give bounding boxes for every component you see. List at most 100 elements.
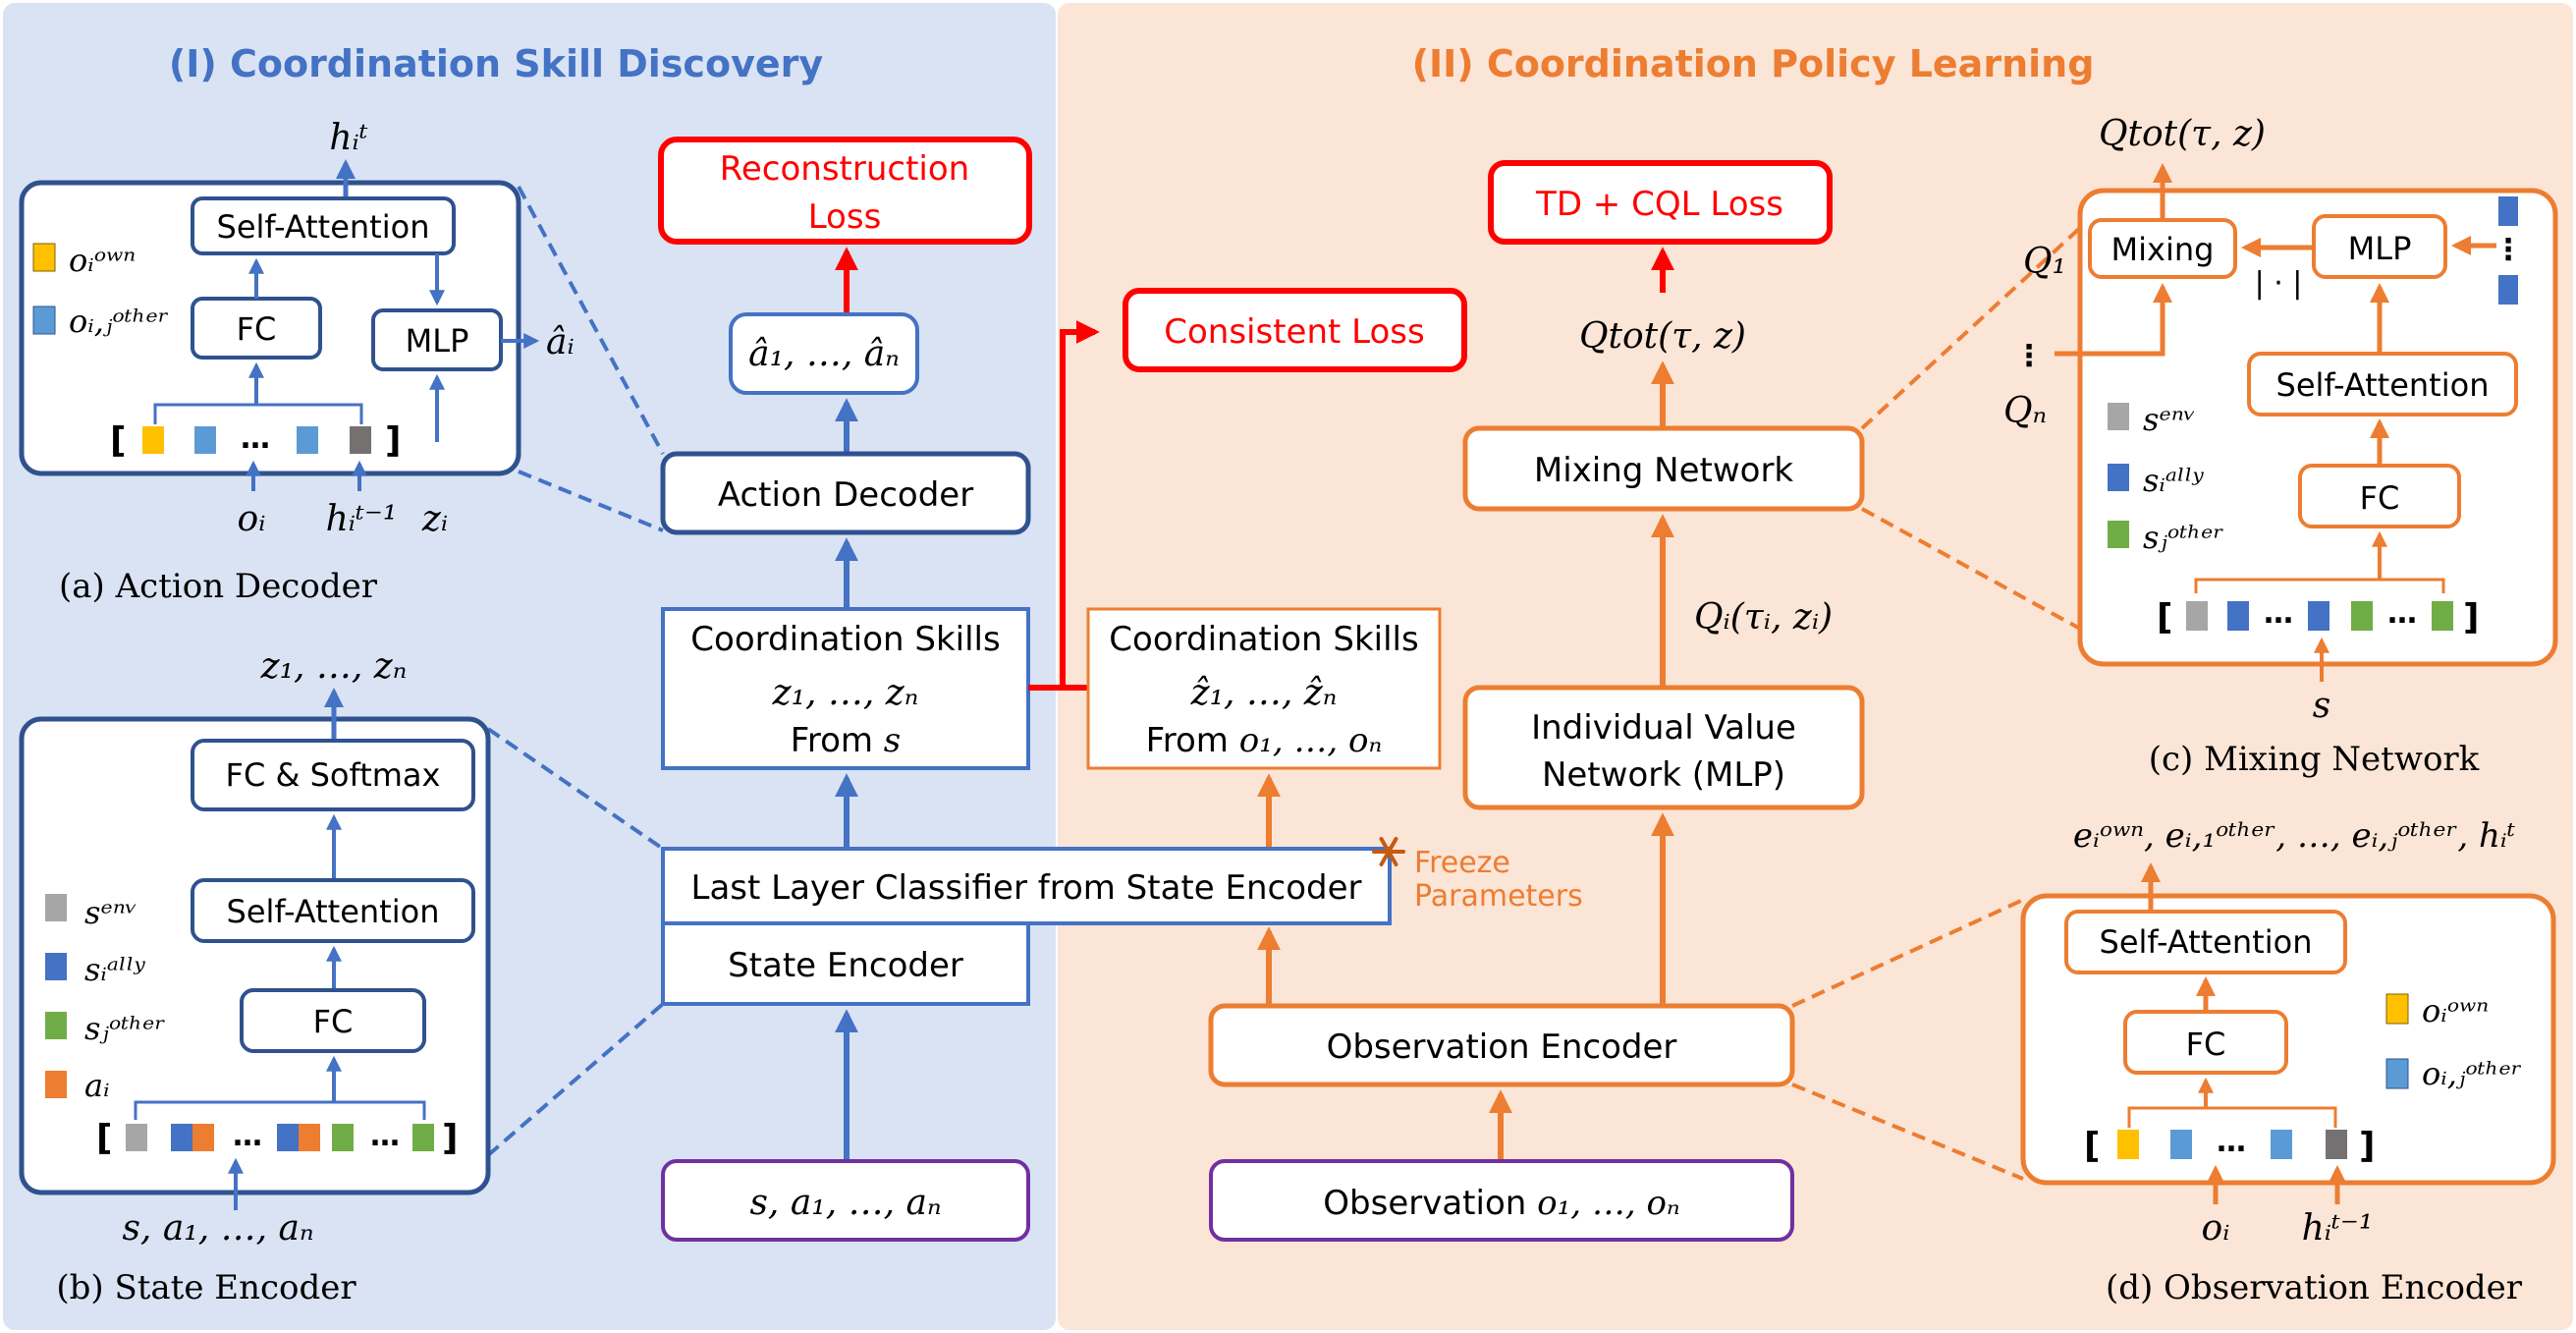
panel-b-token-ellipsis-1: …	[233, 1119, 262, 1153]
panel-b-legend-other-swatch	[45, 1012, 67, 1039]
panel-a-mlp-label: MLP	[406, 322, 469, 360]
panel-c-caption: (c) Mixing Network	[2149, 740, 2480, 779]
panel-c-arrow-q-mixing	[2055, 283, 2172, 357]
panel-c-token-ellipsis-2: …	[2387, 596, 2417, 631]
zoom-line-c-top	[1860, 226, 2082, 430]
panel-a-bracket-close: ]	[385, 420, 401, 461]
panel-a-legend-own: oᵢᵒʷⁿ	[69, 242, 136, 279]
panel-d-token-own	[2117, 1130, 2139, 1159]
panel-a-legend-own-swatch	[32, 243, 56, 272]
panel-c-bracket-close: ]	[2463, 597, 2479, 638]
panel-d-output: eᵢᵒʷⁿ, eᵢ,₁ᵒᵗʰᵉʳ, …, eᵢ,ⱼᵒᵗʰᵉʳ, hᵢᵗ	[2073, 816, 2516, 856]
panel-b-token-ally-1	[171, 1124, 192, 1151]
consistent-loss-label: Consistent Loss	[1164, 312, 1424, 352]
panel-a-bracket-open: [	[110, 420, 126, 461]
individual-value-network-box	[1462, 685, 1865, 810]
mixing-network-label: Mixing Network	[1534, 451, 1794, 490]
panel-b-fc-box	[240, 988, 426, 1053]
panel-c-mlp-label: MLP	[2348, 230, 2412, 267]
zoom-line-a-top	[517, 186, 665, 455]
panel-c-token-other-j	[2432, 601, 2453, 631]
panel-a-input-h: hᵢᵗ⁻¹	[326, 499, 398, 539]
observation-encoder-box	[1208, 1003, 1795, 1087]
panel-b-legend-a-swatch	[45, 1071, 67, 1098]
panel-d-bracket-open: [	[2084, 1126, 2100, 1166]
panel-d-bracket-close: ]	[2359, 1126, 2375, 1166]
panel-c-q1: Q₁	[2023, 242, 2066, 282]
a-hat-list: â₁, …, âₙ	[748, 334, 900, 374]
coordination-skills-from: From s	[791, 721, 902, 760]
panel-a-token-other-j	[297, 426, 318, 454]
panel-d-token-ellipsis: …	[2217, 1125, 2246, 1159]
panel-d-token-other-j	[2271, 1130, 2292, 1159]
arrow-to-consistent-loss	[1028, 320, 1100, 691]
q-tot-label: Qtot(τ, z)	[1579, 316, 1746, 357]
panel-b-self-attention-label: Self-Attention	[227, 893, 440, 930]
panel-a-legend-other-swatch	[32, 305, 56, 335]
freeze-label-2: Parameters	[1414, 879, 1583, 914]
coordination-skills-z: z₁, …, zₙ	[772, 673, 919, 713]
panel-b-frame	[19, 716, 491, 1195]
state-encoder-box	[661, 921, 1030, 1006]
coordination-skills-from-var: s	[884, 721, 901, 760]
panel-b-fc-softmax-label: FC & Softmax	[226, 756, 441, 794]
freeze-label-1: Freeze	[1414, 846, 1510, 880]
panel-a-caption: (a) Action Decoder	[59, 567, 378, 606]
panel-d-legend-other: oᵢ,ⱼᵒᵗʰᵉʳ	[2422, 1055, 2522, 1092]
panel-b-caption: (b) State Encoder	[56, 1268, 356, 1307]
panel-b-legend-ally: sᵢᵃˡˡʸ	[84, 951, 145, 988]
coordination-skills-title: Coordination Skills	[690, 620, 1000, 659]
state-input-label: s, a₁, …, aₙ	[749, 1183, 941, 1223]
panel-a-token-ellipsis: …	[241, 421, 270, 456]
panel-c-legend-other-swatch	[2108, 521, 2129, 548]
panel-a-input-o: oᵢ	[238, 499, 266, 539]
panel-b-fc-label: FC	[313, 1003, 354, 1040]
right-section-title: (II) Coordination Policy Learning	[1412, 42, 2095, 85]
panel-a-fc-label: FC	[237, 310, 277, 348]
panel-a-token-own	[142, 426, 164, 454]
panel-c-legend-other: sⱼᵒᵗʰᵉʳ	[2143, 519, 2223, 556]
panel-c-frame	[2077, 188, 2558, 667]
panel-b-token-env	[126, 1124, 147, 1151]
snowflake-icon	[1372, 837, 1405, 866]
consistent-loss-box	[1123, 288, 1467, 372]
observation-input-prefix: Observation	[1323, 1184, 1537, 1223]
panel-c-mixing-box	[2088, 218, 2237, 279]
panel-d-fc-box	[2123, 1010, 2288, 1075]
coordination-skills-obs-title: Coordination Skills	[1109, 620, 1418, 659]
observation-encoder-label: Observation Encoder	[1327, 1028, 1677, 1067]
panel-d-legend-own: oᵢᵒʷⁿ	[2422, 992, 2489, 1029]
coordination-skills-obs-z: ẑ₁, …, ẑₙ	[1190, 673, 1338, 713]
panel-b-legend-env-swatch	[45, 894, 67, 921]
panel-d-legend-own-swatch	[2385, 993, 2409, 1025]
panel-c-token-bus	[2194, 578, 2445, 593]
panel-d-token-hidden	[2326, 1130, 2347, 1159]
panel-d-input-h: hᵢᵗ⁻¹	[2302, 1208, 2374, 1249]
a-hat-box	[729, 312, 919, 395]
panel-c-legend-env-swatch	[2108, 403, 2129, 430]
observation-input-var: o₁, …, oₙ	[1537, 1184, 1680, 1223]
panel-b-token-other-j	[412, 1124, 434, 1151]
panel-d-fc-label: FC	[2186, 1026, 2226, 1063]
mixing-network-box	[1462, 425, 1865, 512]
last-layer-classifier-label: Last Layer Classifier from State Encoder	[691, 868, 1362, 908]
observation-input-box	[1209, 1159, 1794, 1242]
state-input-box	[661, 1159, 1030, 1242]
panel-c-fc-box	[2298, 464, 2461, 528]
panel-b-token-other-1	[332, 1124, 354, 1151]
panel-b-self-attention-box	[191, 878, 475, 943]
action-decoder-label: Action Decoder	[718, 475, 973, 515]
panel-a-input-z: zᵢ	[421, 499, 448, 539]
panel-b-token-a-n	[299, 1124, 320, 1151]
panel-c-token-ally-1	[2227, 601, 2249, 631]
state-encoder-label: State Encoder	[728, 946, 963, 985]
panel-c-mlp-input-vdots: ⋮	[2494, 233, 2523, 267]
panel-c-mlp-input-token-1	[2498, 196, 2518, 226]
coordination-skills-box	[661, 607, 1030, 770]
zoom-line-b-bottom	[486, 1002, 665, 1157]
panel-b-legend-env: sᵉⁿᵛ	[84, 894, 137, 931]
panel-a-self-attention-label: Self-Attention	[217, 208, 430, 246]
panel-b-input: s, a₁, …, aₙ	[122, 1208, 313, 1249]
reconstruction-loss-label-1: Reconstruction	[720, 149, 969, 189]
